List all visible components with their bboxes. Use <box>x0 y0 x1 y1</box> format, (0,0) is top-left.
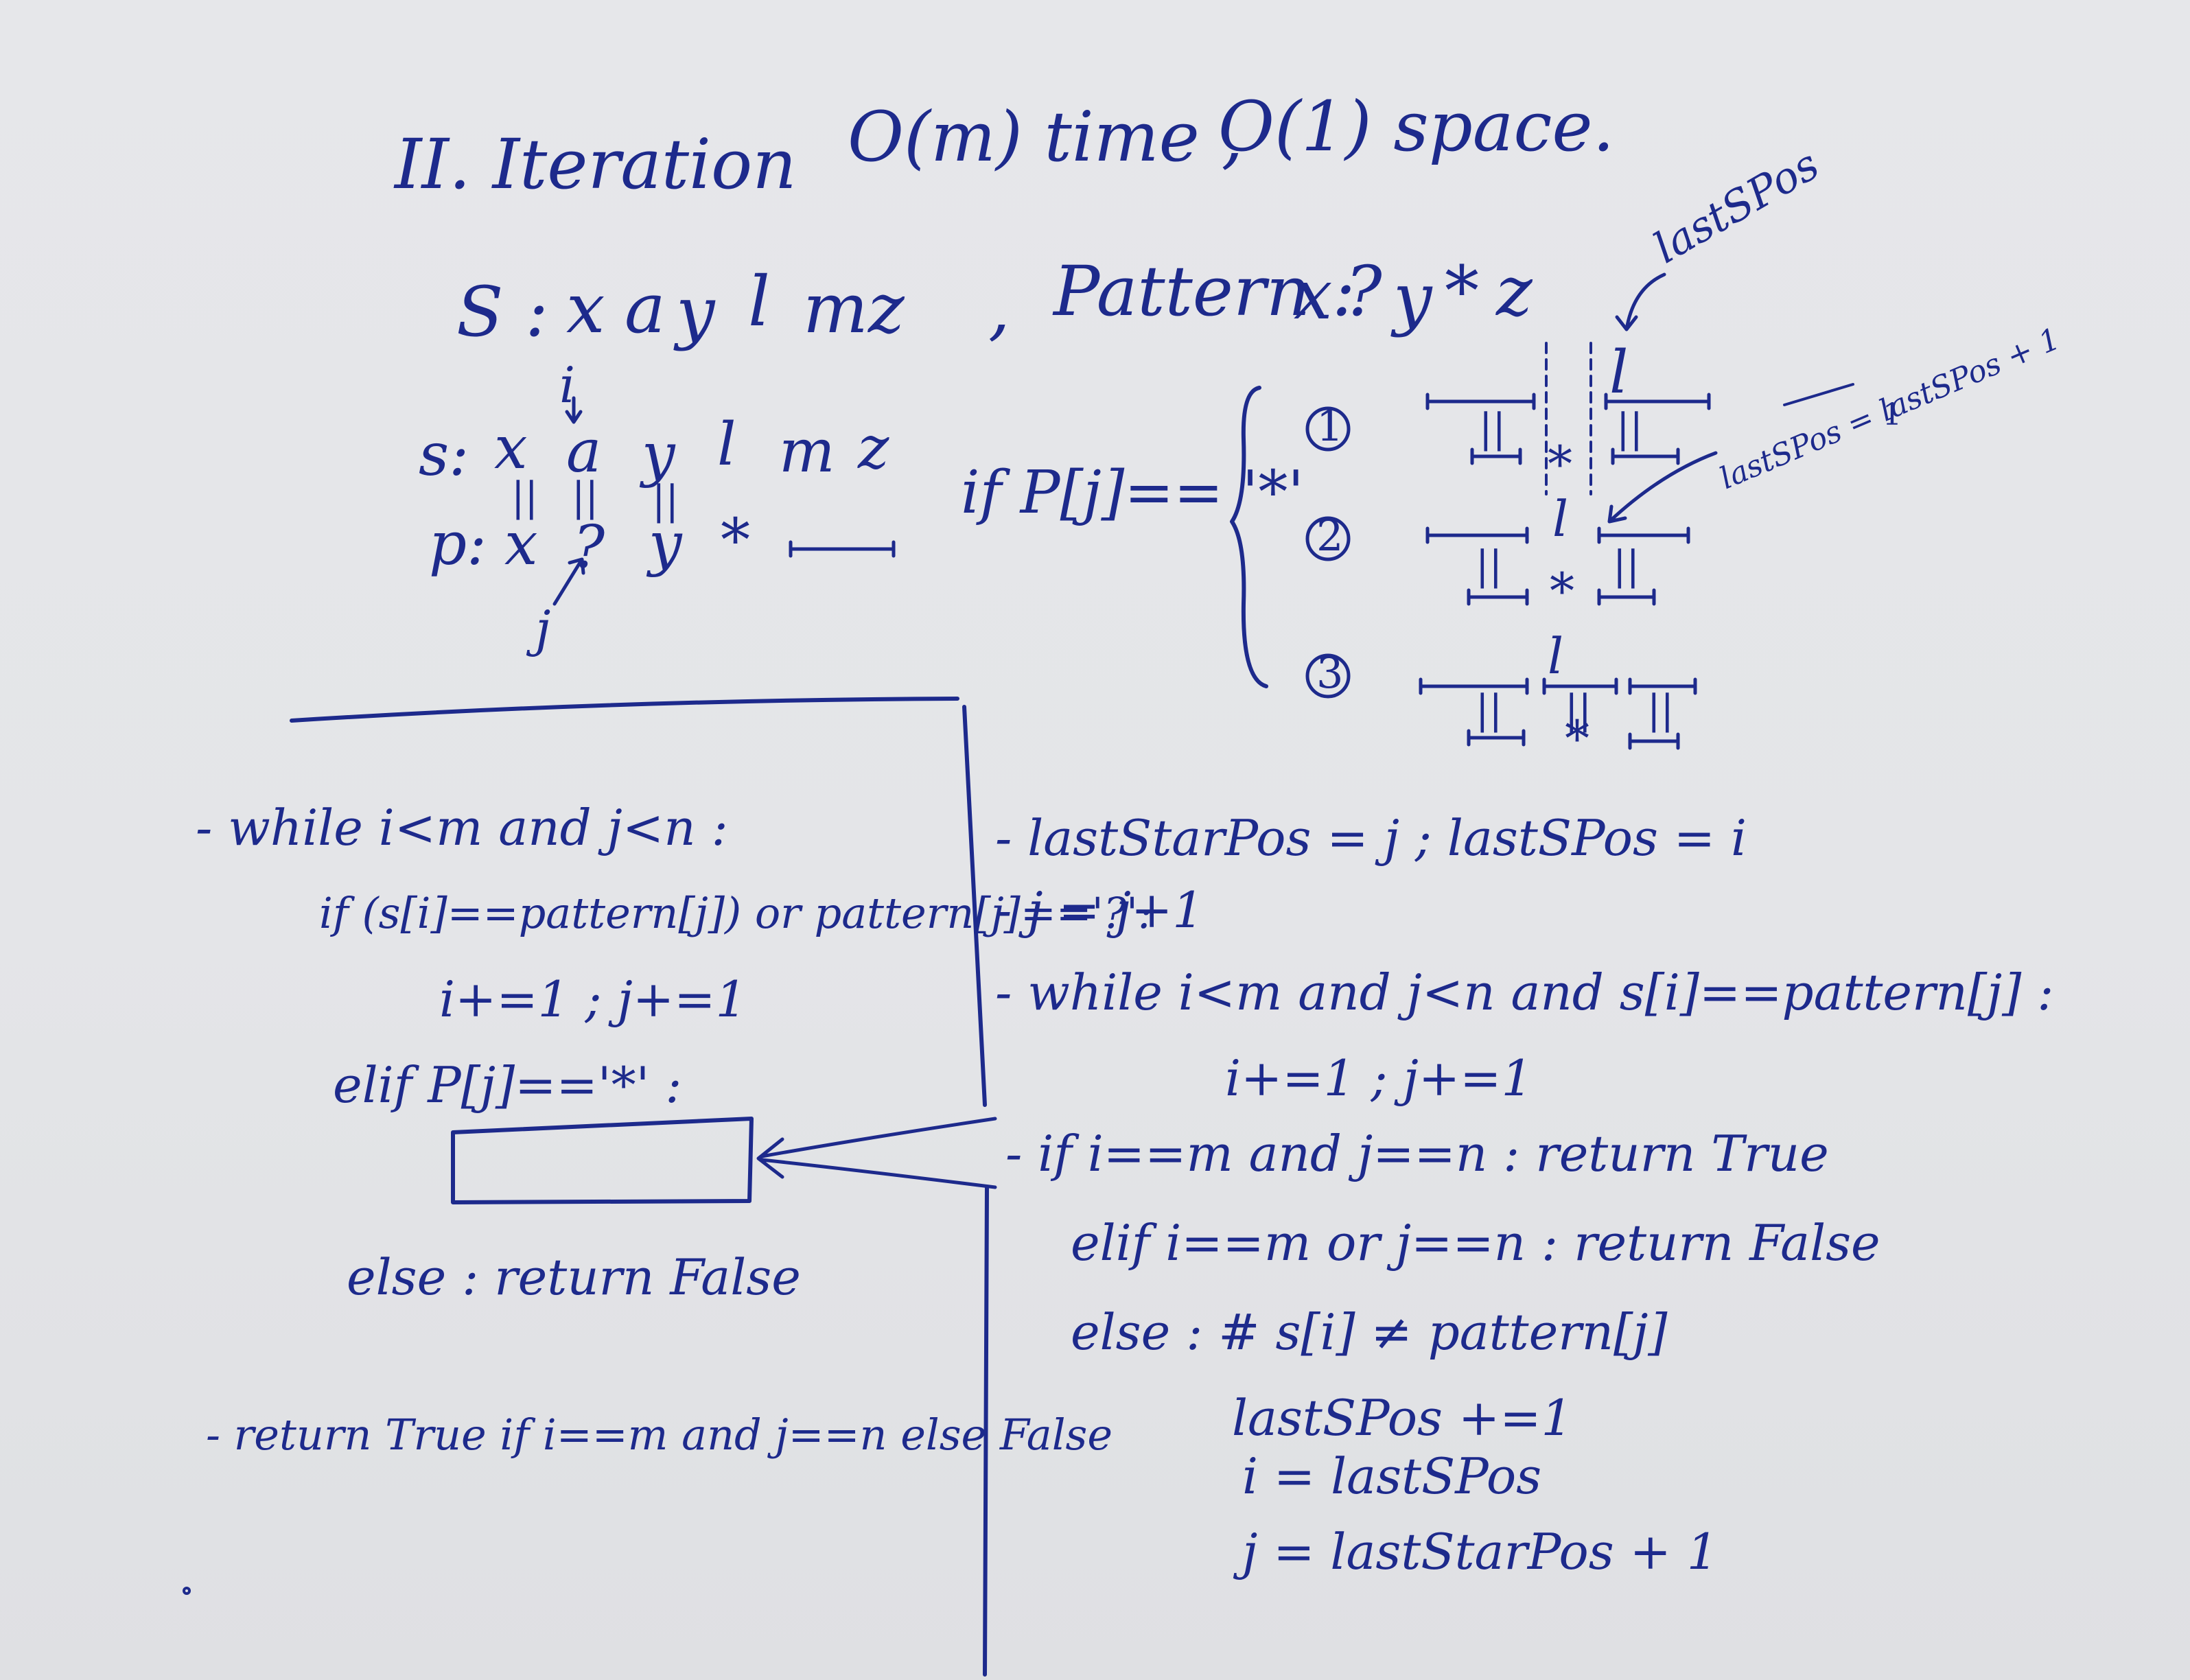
left-code-line: - return True if i==m and j==n else Fals… <box>206 1410 1113 1460</box>
trace-s-char: a <box>566 417 602 486</box>
right-code-line: lastSPos +=1 <box>1232 1389 1573 1447</box>
example-pattern-char: * <box>1445 251 1479 331</box>
case-circle <box>1305 406 1351 452</box>
trace-p-row-label: p: <box>429 510 487 579</box>
code-frame-divider <box>983 1185 989 1677</box>
example-s-char: z <box>868 268 905 349</box>
trace-equal-mark: || <box>511 474 539 520</box>
left-code-line: - while i<m and j<n : <box>196 799 728 856</box>
code-frame-top <box>290 697 959 723</box>
trace-s-row-label: s: <box>419 421 469 489</box>
j-pointer-arrow <box>552 557 585 606</box>
case-circle <box>1305 516 1351 561</box>
example-pattern-char: y <box>1393 258 1432 338</box>
case-star: * <box>1550 562 1574 620</box>
trace-equal-mark: || <box>572 474 599 520</box>
case-star: * <box>1565 710 1589 767</box>
right-code-line: - while i<m and j<n and s[i]==pattern[j]… <box>995 964 2054 1021</box>
case-equal-mark: || <box>1613 542 1640 589</box>
trace-s-char: y <box>642 421 675 489</box>
left-code-line: i+=1 ; j+=1 <box>439 970 747 1028</box>
case-letter: l <box>1609 338 1629 407</box>
case-circle <box>1305 653 1351 699</box>
trace-j-pointer: j <box>535 600 551 657</box>
cases-brace <box>1230 386 1268 688</box>
example-s-char: a <box>625 268 666 349</box>
example-pattern-char: z <box>1496 251 1533 331</box>
example-comma: , <box>988 268 1010 349</box>
left-code-line: elif P[j]=='*' : <box>333 1056 682 1114</box>
placeholder-box <box>451 1117 754 1204</box>
right-code-line: - lastStarPos = j ; lastSPos = i <box>995 809 1747 867</box>
star-case-condition: if P[j]== '*' <box>961 458 1305 527</box>
trace-p-char: * <box>721 506 750 575</box>
left-code-line: else : return False <box>347 1248 801 1306</box>
heading-space-complexity: O(1) space. <box>1218 86 1615 167</box>
i-pointer-arrow <box>565 396 583 424</box>
trace-s-char: m <box>779 417 835 486</box>
trace-s-char: z <box>858 414 889 482</box>
trace-s-char: x <box>494 414 528 482</box>
example-s-char: m <box>803 268 868 349</box>
example-s-char: y <box>676 272 715 352</box>
heading-time-complexity: O(m) time , <box>848 97 1244 177</box>
left-code-line: if (s[i]==pattern[j]) or pattern[j]=='?'… <box>319 888 1152 938</box>
case-equal-mark: || <box>1476 686 1503 733</box>
case-letter: l <box>1552 490 1569 548</box>
case-equal-mark: || <box>1647 686 1675 733</box>
case-star: * <box>1548 435 1572 493</box>
case-equal-mark: || <box>1476 542 1503 589</box>
trace-p-char: x <box>504 510 538 579</box>
example-pattern-char: ? <box>1345 251 1382 331</box>
right-code-line: j = lastStarPos + 1 <box>1242 1523 1719 1580</box>
right-code-line: else : # s[i] ≠ pattern[j] <box>1071 1303 1668 1361</box>
right-code-line: i = lastSPos <box>1242 1447 1542 1505</box>
example-s-char: x <box>566 268 605 349</box>
code-frame-divider <box>962 705 987 1107</box>
note-reference-number: 1 <box>1883 397 1902 432</box>
example-s-char: l <box>748 261 770 342</box>
heading-title: II. Iteration <box>395 124 797 205</box>
case-equal-mark: || <box>1616 405 1644 452</box>
pattern-blank-line <box>789 540 896 558</box>
case-letter: l <box>1548 627 1564 685</box>
right-code-line: i+=1 ; j+=1 <box>1225 1049 1533 1107</box>
example-pattern-label: Pattern : <box>1053 251 1355 331</box>
funnel-arrow <box>756 1117 997 1189</box>
case-equal-mark: || <box>1479 405 1506 452</box>
trace-s-char: l <box>717 410 736 479</box>
example-pattern-char: x <box>1294 255 1333 335</box>
update-note-arrow <box>1607 451 1718 524</box>
trace-equal-mark: || <box>652 477 679 524</box>
trace-p-char: y <box>649 510 682 579</box>
lastSPos-arrow <box>1615 272 1666 331</box>
right-code-line: - if i==m and j==n : return True <box>1005 1125 1829 1182</box>
right-code-line: - j = j+1 <box>995 881 1204 939</box>
example-s-label: S : <box>456 272 548 352</box>
case-equal-mark: || <box>1565 686 1592 733</box>
right-code-line: elif i==m or j==n : return False <box>1071 1214 1880 1272</box>
trace-i-pointer: i <box>559 356 576 414</box>
